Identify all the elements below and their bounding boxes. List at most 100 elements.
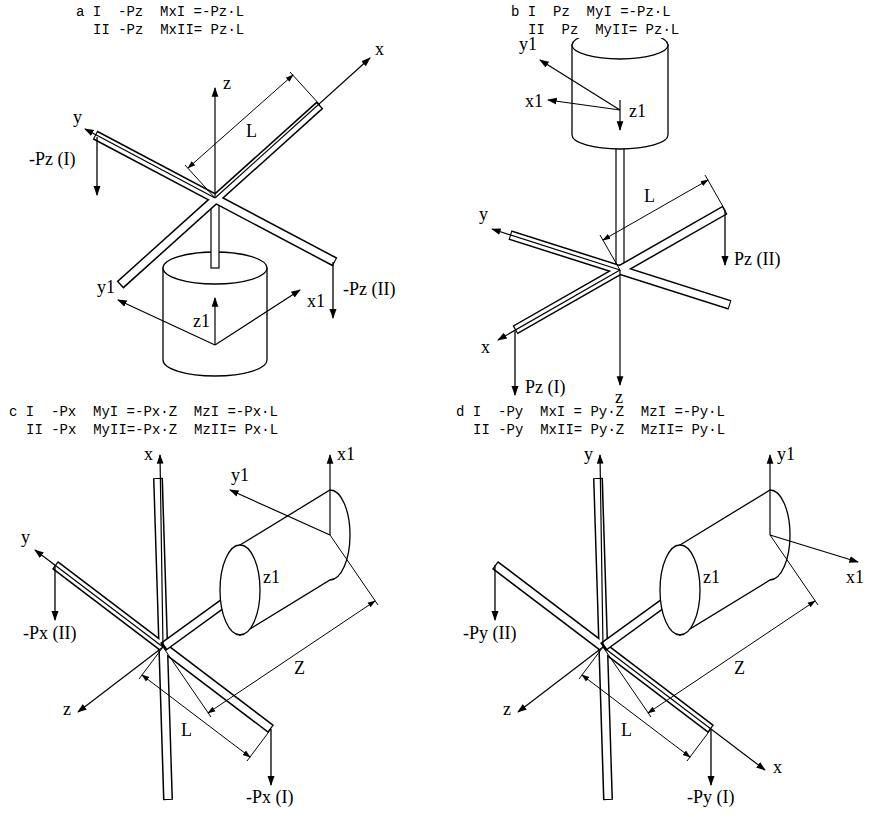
load-arrows-part	[710, 729, 711, 785]
cylinder-part	[220, 545, 260, 635]
dimension-part	[188, 75, 293, 168]
dimension	[579, 535, 818, 761]
axis-label: x1	[306, 292, 326, 312]
load-arrows	[515, 210, 725, 395]
load-label: -Px (II)	[22, 624, 77, 644]
load-arrows	[97, 137, 333, 318]
dimension	[139, 535, 378, 761]
axes-part	[600, 455, 603, 647]
dimension-label: Z	[293, 659, 306, 679]
axis-label: z1	[262, 568, 281, 588]
load-arrows-part	[724, 210, 725, 265]
shaft	[616, 130, 624, 270]
load-arrows	[495, 565, 711, 785]
load-label: -Py (II)	[462, 624, 517, 644]
load-arrows	[55, 565, 271, 785]
axis-label: y1	[518, 35, 538, 55]
axis-label: y1	[96, 278, 116, 298]
axis-label: x	[374, 40, 385, 60]
load-table-row: c I -Px MyI =-Px·Z MzI =-Px·L	[8, 405, 279, 420]
axis-label: z1	[628, 102, 647, 122]
axis-label: y	[20, 528, 31, 548]
axes	[492, 60, 620, 385]
axis-label: x	[480, 338, 491, 358]
dimension-part	[648, 601, 815, 713]
dimension	[185, 72, 320, 198]
axes-part	[215, 58, 370, 198]
axes	[85, 58, 370, 345]
axis-label: z1	[702, 568, 721, 588]
axes-part	[498, 270, 620, 340]
axis-label: y	[583, 445, 594, 465]
axes-part	[329, 455, 330, 535]
axis-label: y	[72, 108, 83, 128]
panel-d	[495, 455, 858, 800]
axes-part	[78, 647, 163, 712]
load-label: -Py (I)	[686, 788, 736, 808]
load-label: -Px (I)	[245, 788, 295, 808]
load-arrows-part	[332, 262, 333, 318]
load-arrows-part	[270, 729, 271, 785]
dimension-label: L	[180, 721, 193, 741]
load-table-row: II -Px MyII=-Px·Z MzII= Px·L	[25, 423, 279, 438]
axes-part	[518, 647, 603, 712]
load-arrows-part	[96, 137, 97, 195]
axis-label: x1	[336, 445, 356, 465]
load-table-row: d I -Py MxI = Py·Z MzI =-Py·L	[455, 405, 726, 420]
load-label: Pz (II)	[733, 250, 781, 270]
axis-label: x	[143, 445, 154, 465]
axis-label: z	[502, 700, 512, 720]
load-label: Pz (I)	[524, 378, 566, 398]
dimension-part	[770, 535, 818, 605]
axes-part	[603, 647, 765, 770]
cylinder	[572, 31, 668, 149]
dimension-part	[185, 165, 215, 198]
load-arrows-part	[514, 330, 515, 395]
load-table-row: b I Pz MyI =-Pz·L	[510, 5, 672, 20]
load-label: -Pz (I)	[28, 150, 76, 170]
axes-part	[492, 229, 620, 270]
panel-b	[492, 31, 730, 395]
dimension-part	[290, 72, 320, 105]
cylinder	[163, 252, 267, 376]
axes-part	[230, 490, 330, 535]
axis-label: y1	[776, 445, 796, 465]
axis-label: x1	[845, 568, 865, 588]
dimension-part	[142, 675, 250, 757]
axes-part	[214, 88, 215, 198]
panel-a	[85, 58, 370, 376]
dimension-part	[600, 235, 620, 270]
dimension-part	[603, 180, 708, 240]
dimension-part	[687, 729, 711, 761]
axes-part	[160, 455, 163, 647]
load-label: -Pz (II)	[342, 280, 396, 300]
load-arrows-part	[494, 565, 495, 620]
axis-label: z	[62, 700, 72, 720]
cross-beam-part	[120, 105, 320, 285]
axes	[518, 455, 858, 770]
axes-part	[85, 129, 215, 198]
dimension-label: Z	[733, 659, 746, 679]
axes-part	[619, 270, 620, 385]
dimension-part	[579, 647, 603, 679]
panel-c	[35, 455, 378, 800]
cylinder-part	[660, 545, 700, 635]
axis-label: y	[478, 205, 489, 225]
load-table-row: II -Py MxII= Py·Z MzII= Py·L	[472, 423, 726, 438]
dimension-part	[163, 647, 211, 717]
load-arrows-part	[54, 565, 55, 620]
dimension-label: L	[245, 122, 258, 142]
load-table-row: II Pz MyII= Pz·L	[527, 23, 680, 38]
dimension-part	[603, 647, 651, 717]
axes	[35, 455, 330, 712]
dimension-part	[582, 675, 690, 757]
axes-part	[769, 455, 770, 535]
axes-part	[215, 290, 300, 345]
dimension-part	[330, 535, 378, 605]
dimension-part	[208, 601, 375, 713]
dimension-label: L	[620, 721, 633, 741]
axis-label: z	[222, 74, 232, 94]
axes-part	[548, 100, 620, 110]
axis-label: x1	[524, 92, 544, 112]
